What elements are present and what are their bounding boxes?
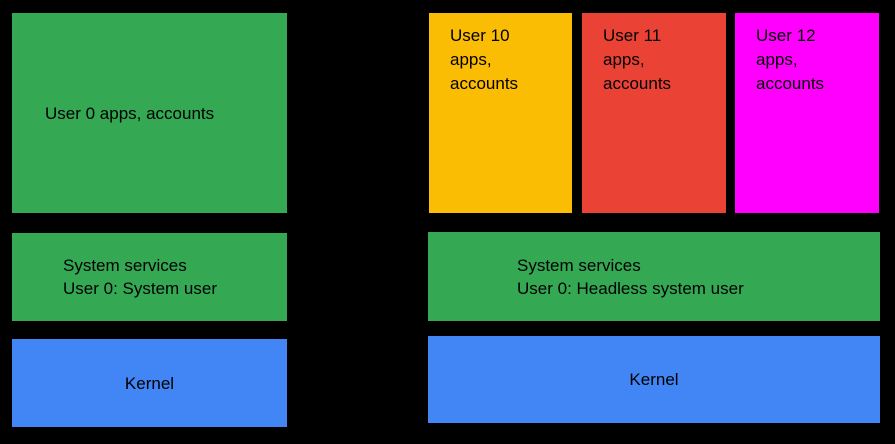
user11-apps-box: User 11 apps, accounts	[582, 13, 726, 213]
right-kernel-label: Kernel	[629, 370, 679, 389]
right-kernel-box: Kernel	[428, 336, 880, 423]
right-system-services-box: System services User 0: Headless system …	[428, 232, 880, 321]
left-kernel-box: Kernel	[12, 339, 287, 427]
right-system-services-line2: User 0: Headless system user	[517, 278, 744, 298]
user10-apps-box: User 10 apps, accounts	[429, 13, 572, 213]
left-kernel-label: Kernel	[124, 373, 175, 393]
right-system-services-line1: System services	[517, 255, 641, 275]
left-system-services-line2: User 0: System user	[63, 279, 217, 298]
user12-apps-line3: accounts	[756, 74, 825, 93]
user12-apps-box: User 12 apps, accounts	[735, 13, 879, 213]
user12-apps-line2: apps,	[756, 50, 798, 69]
user11-apps-line1: User 11	[603, 26, 662, 45]
user10-apps-line1: User 10	[450, 26, 510, 45]
user11-apps-line3: accounts	[603, 74, 672, 93]
user0-apps-label: User 0 apps, accounts	[45, 103, 215, 123]
user12-apps-line1: User 12	[756, 26, 816, 45]
left-system-services-line1: System services	[63, 256, 187, 275]
left-system-services-box: System services User 0: System user	[12, 233, 287, 321]
user10-apps-line3: accounts	[450, 74, 519, 93]
user10-apps-line2: apps,	[450, 50, 492, 69]
user11-apps-line2: apps,	[603, 50, 645, 69]
user0-apps-box: User 0 apps, accounts	[12, 13, 287, 213]
